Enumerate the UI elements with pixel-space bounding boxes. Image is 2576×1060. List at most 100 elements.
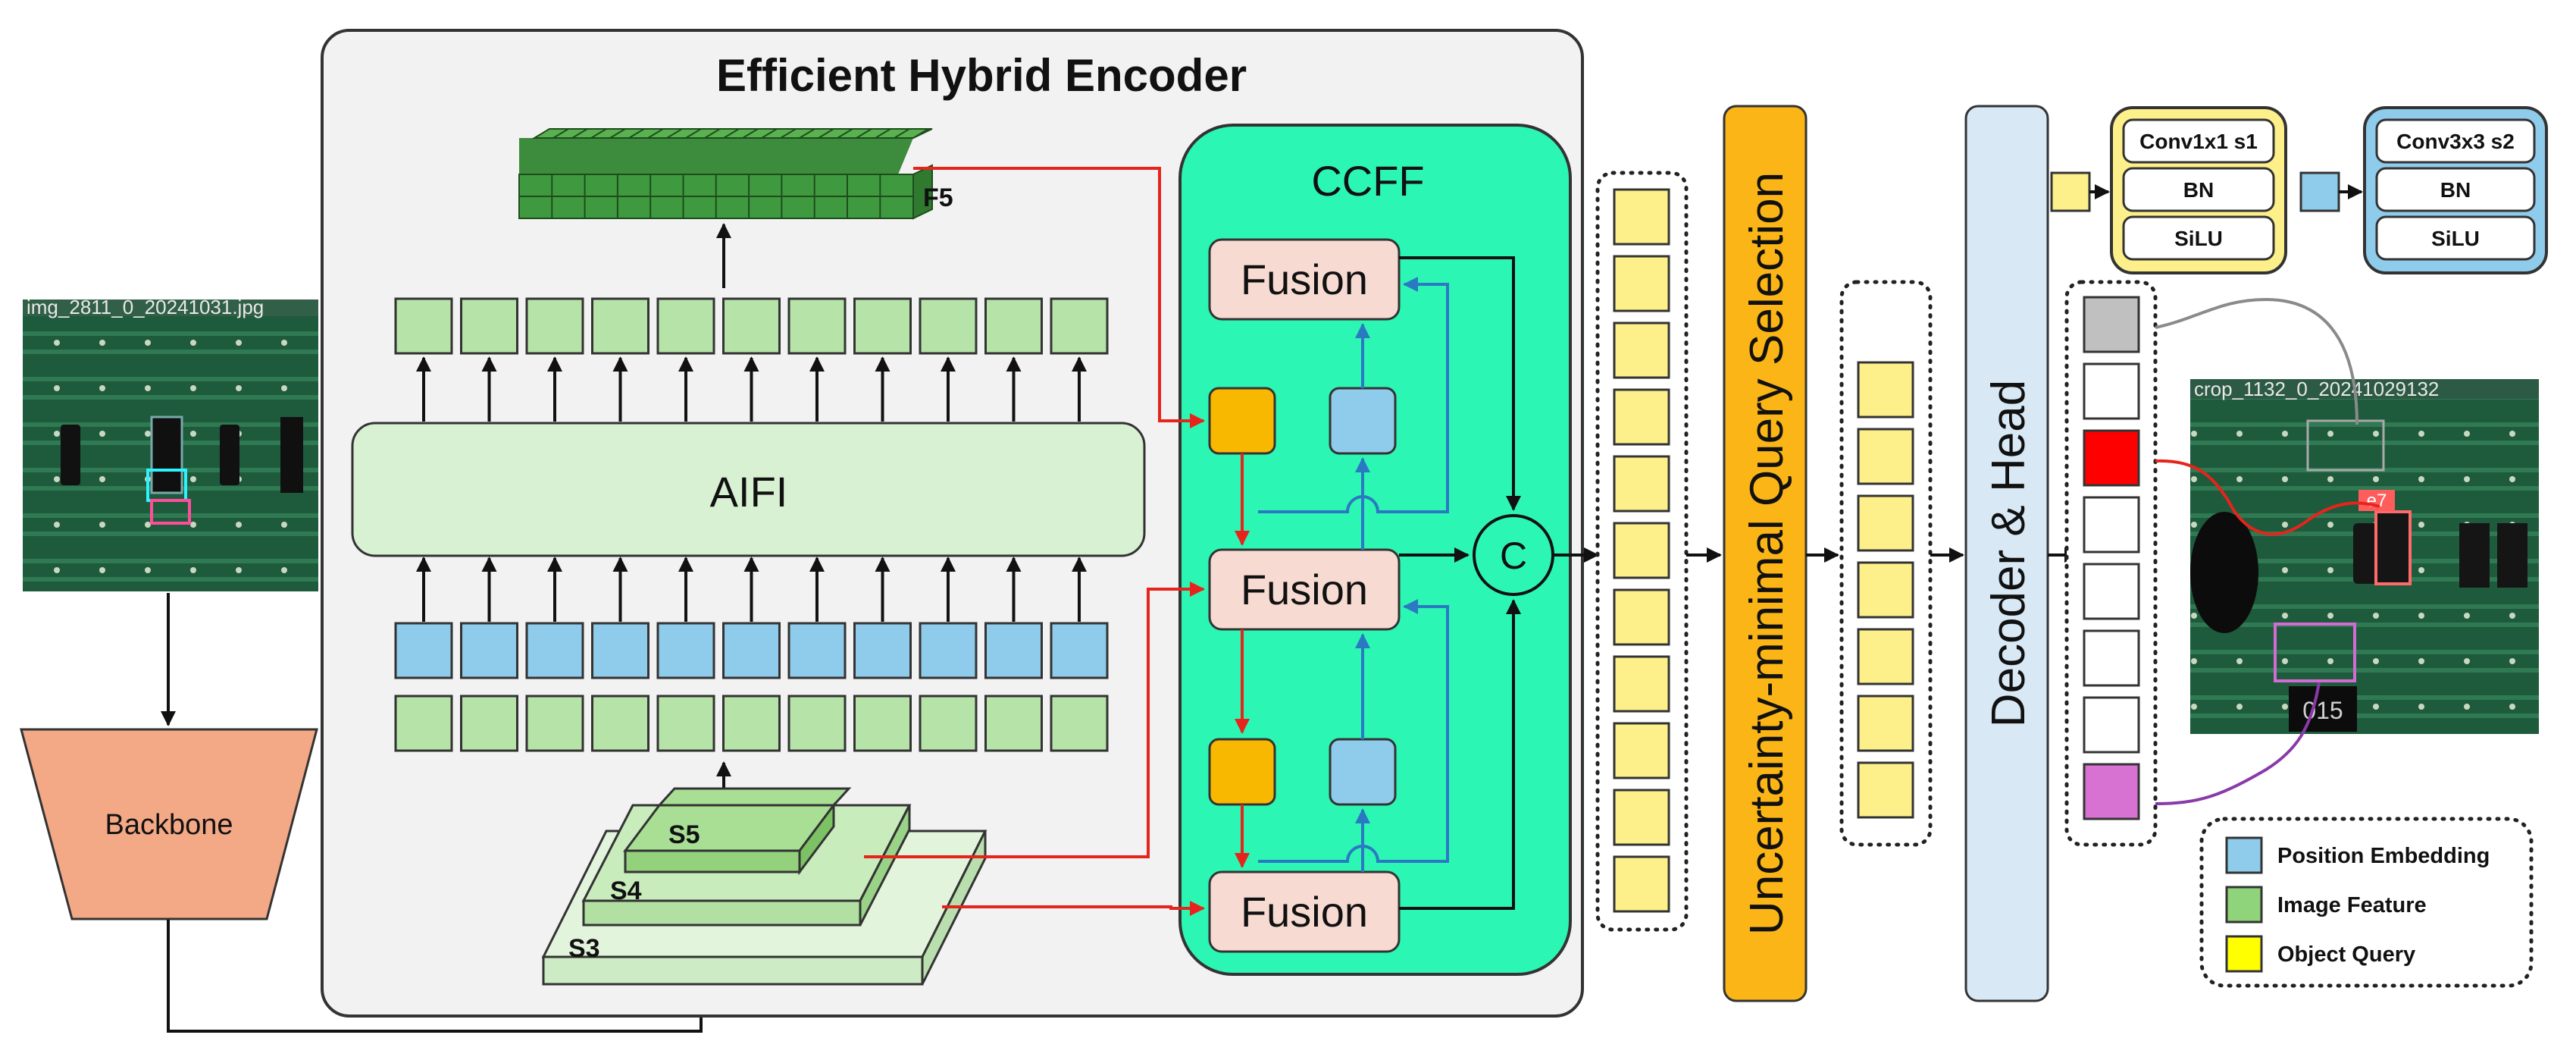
conv-block-1-bn-label: BN <box>2183 178 2214 202</box>
encoder-query-4 <box>1613 388 1670 446</box>
fusion-bottom <box>1208 870 1401 953</box>
link-purple-query <box>2155 682 2321 805</box>
f5-top-gridline <box>856 128 872 139</box>
f5-top-gridline <box>761 128 778 139</box>
fusion-top <box>1208 238 1401 321</box>
decoded-query-7 <box>2083 696 2140 754</box>
decoded-query-4 <box>2083 496 2140 554</box>
output-token-6 <box>722 297 781 355</box>
f5-top-gridline <box>837 128 853 139</box>
position-token-8 <box>853 622 912 679</box>
f5-feature-grid <box>518 128 933 220</box>
bottom-up-path <box>1258 277 1449 872</box>
aifi-input-arrows <box>416 557 1087 622</box>
blue-node-upper <box>1329 387 1397 455</box>
blue-node-lower <box>1329 738 1397 806</box>
conv-block-2-row-2 <box>2375 167 2536 212</box>
image-token-6 <box>722 695 781 752</box>
image-token-2 <box>460 695 518 752</box>
encoder-title: Efficient Hybrid Encoder <box>716 50 1247 101</box>
conv-block-2-act-label: SiLU <box>2431 227 2480 250</box>
f5-top-gridline <box>780 128 797 139</box>
orange-node-upper <box>1208 387 1276 455</box>
f5-top-gridline <box>894 128 910 139</box>
conv-block-1-act-label: SiLU <box>2174 227 2223 250</box>
legend <box>2199 817 2534 988</box>
link-red-query <box>2155 459 2380 536</box>
image-token-7 <box>787 695 847 752</box>
f5-top-gridline <box>912 128 929 139</box>
encoder-query-11 <box>1613 855 1670 913</box>
aifi-block <box>351 422 1146 557</box>
conv-block-1-row-3 <box>2122 215 2275 261</box>
conv-block-2-row-1 <box>2375 118 2536 164</box>
concat-symbol: C <box>1500 535 1527 577</box>
conv-block-2-conv-label: Conv3x3 s2 <box>2396 130 2515 153</box>
output-token-row <box>394 297 1109 355</box>
position-token-sample <box>2299 171 2340 212</box>
output-token-3 <box>525 297 584 355</box>
encoder-query-7 <box>1613 588 1670 646</box>
image-token-5 <box>656 695 715 752</box>
f5-top-gridline <box>647 128 664 139</box>
selected-query-2 <box>1857 428 1914 485</box>
output-token-1 <box>394 297 453 355</box>
image-token-3 <box>525 695 584 752</box>
output-token-7 <box>787 297 847 355</box>
selected-query-3 <box>1857 494 1914 552</box>
output-token-4 <box>591 297 649 355</box>
f5-top-gridline <box>742 128 759 139</box>
stage-s4-label: S4 <box>610 877 642 905</box>
aifi-output-arrows <box>416 356 1087 422</box>
selected-query-4 <box>1857 561 1914 619</box>
position-token-7 <box>787 622 847 679</box>
f5-top-gridline <box>666 128 683 139</box>
image-token-9 <box>919 695 978 752</box>
decoded-query-5 <box>2083 563 2140 620</box>
concat-inputs <box>1399 256 1599 910</box>
output-token-10 <box>984 297 1043 355</box>
encoder-query-2 <box>1613 255 1670 312</box>
decoded-query-column <box>2083 296 2140 820</box>
ccff-title: CCFF <box>1311 157 1424 205</box>
position-token-11 <box>1050 622 1109 679</box>
encoder-query-5 <box>1613 455 1670 513</box>
output-token-2 <box>460 297 518 355</box>
selected-query-column <box>1857 361 1914 819</box>
image-feature-row <box>394 695 1109 752</box>
selected-query-5 <box>1857 628 1914 685</box>
output-token-5 <box>656 297 715 355</box>
backbone-label: Backbone <box>105 809 233 841</box>
position-token-5 <box>656 622 715 679</box>
image-token-10 <box>984 695 1043 752</box>
fusion-bottom-label: Fusion <box>1241 888 1368 936</box>
detection-tag: e7 <box>2367 491 2387 511</box>
fusion-top-label: Fusion <box>1241 256 1368 303</box>
encoder-query-8 <box>1613 655 1670 713</box>
image-token-1 <box>394 695 453 752</box>
f5-top-gridline <box>799 128 815 139</box>
f5-top-gridline <box>723 128 740 139</box>
query-selection-label: Uncertainty-minimal Query Selection <box>1741 172 1793 935</box>
output-token-9 <box>919 297 978 355</box>
conv-block-1-conv-label: Conv1x1 s1 <box>2139 130 2258 153</box>
input-image: img_2811_0_20241031.jpg <box>23 296 318 591</box>
encoder-query-3 <box>1613 321 1670 379</box>
f5-top-gridline <box>552 128 569 139</box>
encoder-query-9 <box>1613 722 1670 779</box>
decoded-query-1 <box>2083 296 2140 353</box>
f5-label: F5 <box>923 183 953 212</box>
image-token-8 <box>853 695 912 752</box>
f5-top-gridline <box>628 128 645 139</box>
legend-image-label: Image Feature <box>2277 893 2427 917</box>
conv-block-1-row-1 <box>2122 118 2275 164</box>
encoder-output-query-column <box>1613 188 1670 913</box>
position-token-4 <box>591 622 649 679</box>
conv-block-1-row-2 <box>2122 167 2275 212</box>
f5-top-gridline <box>685 128 702 139</box>
input-image-caption: img_2811_0_20241031.jpg <box>27 296 264 318</box>
fusion-middle-label: Fusion <box>1241 566 1368 613</box>
image-token-11 <box>1050 695 1109 752</box>
encoder-query-1 <box>1613 188 1670 246</box>
